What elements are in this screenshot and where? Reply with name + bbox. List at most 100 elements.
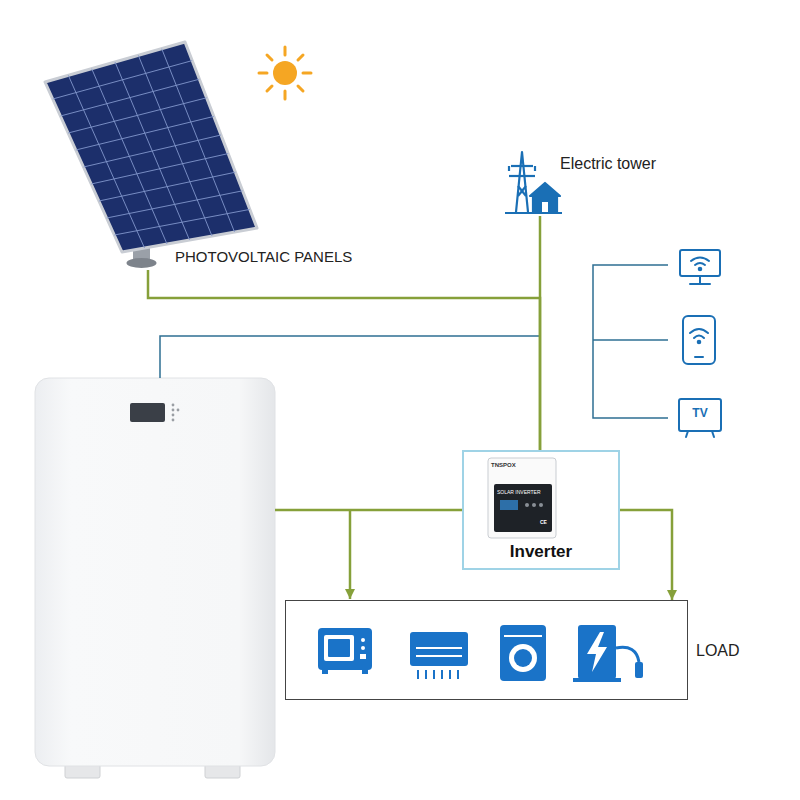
inverter-picture <box>488 458 556 538</box>
tower-icon <box>508 166 510 171</box>
washer-icon <box>514 649 532 667</box>
solar-panel <box>45 42 257 252</box>
phone-icon <box>694 336 704 339</box>
tower-icon <box>518 186 526 196</box>
load-box: LOAD <box>285 600 688 700</box>
wire <box>160 336 540 599</box>
sun-icon <box>284 47 287 55</box>
air-conditioner-icon <box>433 670 435 679</box>
air-conditioner-icon <box>416 647 462 649</box>
solar-panel <box>107 191 243 218</box>
monitor-icon <box>680 250 720 284</box>
inverter-picture <box>488 458 556 538</box>
tower-icon <box>534 166 536 171</box>
tower-icon <box>530 183 560 196</box>
node-text: Electric tower <box>560 154 656 173</box>
microwave-icon <box>318 628 372 670</box>
microwave-icon <box>318 628 372 674</box>
phone-icon <box>683 316 715 364</box>
monitor-icon <box>690 283 710 285</box>
tv-icon <box>679 399 721 437</box>
sun-icon <box>298 86 303 91</box>
device-bracket <box>593 265 668 418</box>
air-conditioner-icon <box>418 670 458 679</box>
node-text: Inverter <box>464 542 618 562</box>
battery-unit <box>172 404 175 407</box>
wire <box>349 510 352 599</box>
solar-panel <box>60 79 199 116</box>
inverter-picture <box>500 500 518 510</box>
inverter-picture <box>532 503 536 507</box>
battery-unit <box>172 419 175 422</box>
ev-charger-icon <box>587 632 607 672</box>
inverter-picture <box>525 503 529 507</box>
air-conditioner-icon <box>416 655 462 657</box>
phone-icon <box>698 341 701 344</box>
panel-label-node: PHOTOVOLTAIC PANELS <box>120 241 358 270</box>
air-conditioner-icon <box>425 670 427 679</box>
battery-unit <box>35 378 275 766</box>
monitor-icon <box>695 263 705 265</box>
device-bracket <box>593 339 668 341</box>
solar-panel <box>45 42 257 268</box>
washer-icon <box>509 644 537 672</box>
air-conditioner-icon <box>441 670 443 679</box>
microwave-icon <box>361 638 365 642</box>
tower-icon <box>509 175 535 177</box>
monitor-icon <box>699 276 701 283</box>
tower-icon <box>533 196 557 212</box>
solar-panel <box>91 154 228 184</box>
phone-icon <box>690 329 708 333</box>
ev-charger-icon <box>573 625 643 682</box>
monitor-icon <box>691 258 709 262</box>
inverter-picture <box>494 484 552 532</box>
ev-charger-icon <box>578 625 616 679</box>
device-text: SOLAR INVERTER <box>497 489 541 495</box>
air-conditioner-icon <box>449 670 451 679</box>
solar-panel <box>53 61 193 99</box>
tower-icon <box>505 152 562 213</box>
battery-unit <box>172 409 175 412</box>
solar-panel <box>68 98 207 133</box>
tower-icon <box>542 202 548 212</box>
air-conditioner-icon <box>457 670 459 679</box>
tv-icon <box>712 431 714 437</box>
monitor-icon <box>680 250 720 276</box>
wire <box>275 509 462 512</box>
sun-icon <box>267 86 272 91</box>
tower-icon <box>511 165 533 167</box>
monitor-icon <box>699 268 702 271</box>
microwave-icon <box>322 670 328 674</box>
sun-icon <box>259 72 267 75</box>
sun-icon <box>273 61 297 85</box>
tv-icon <box>686 431 688 437</box>
solar-panel <box>114 209 250 235</box>
phone-icon <box>683 316 715 364</box>
power-wire <box>620 510 672 600</box>
wire <box>160 336 540 378</box>
ce-mark: CE <box>540 519 547 525</box>
device-bracket <box>593 265 668 418</box>
solar-panel <box>84 135 222 167</box>
node-text: PHOTOVOLTAIC PANELS <box>175 248 352 266</box>
inverter-box: Inverter <box>462 450 620 570</box>
battery-unit <box>130 403 165 422</box>
washer-icon <box>500 625 546 681</box>
battery-unit <box>35 378 275 778</box>
sun-icon <box>298 55 303 60</box>
solar-panel <box>53 49 250 248</box>
air-conditioner-icon <box>410 632 468 679</box>
phone-icon <box>695 356 703 358</box>
power-wire <box>148 270 540 450</box>
microwave-icon <box>328 639 350 657</box>
washer-icon <box>504 635 542 637</box>
air-conditioner-icon <box>410 632 468 666</box>
tv-text: TV <box>679 406 721 420</box>
air-conditioner-icon <box>417 670 419 679</box>
tower-icon <box>516 152 528 212</box>
sun-icon <box>284 91 287 99</box>
inverter-picture <box>539 503 543 507</box>
